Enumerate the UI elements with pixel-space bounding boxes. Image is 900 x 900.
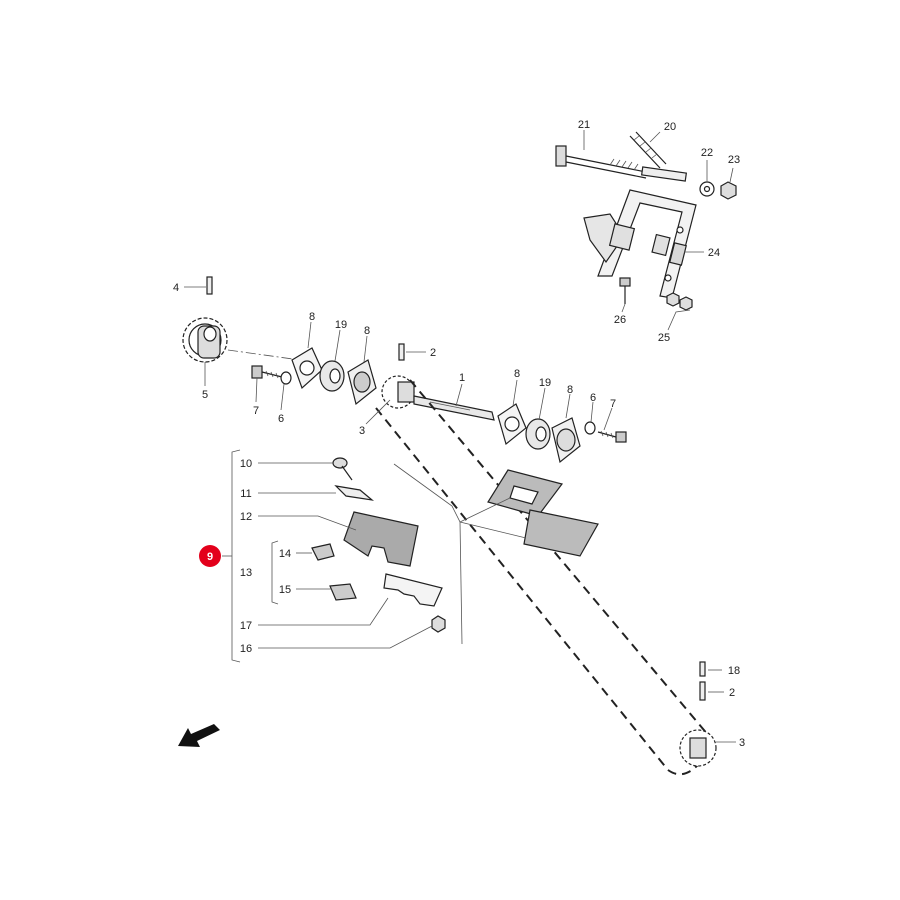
bracket-frame-assembly: [555, 131, 737, 311]
label-5: 5: [202, 389, 208, 401]
sprocket-5: [182, 317, 228, 363]
label-8a: 8: [309, 311, 315, 323]
label-25: 25: [658, 332, 670, 344]
frame-body: [583, 189, 697, 299]
pad-12: [343, 511, 419, 567]
sprocket-3b: [679, 729, 717, 767]
callout-9-number: 9: [207, 551, 213, 563]
label-4: 4: [173, 282, 179, 294]
label-8b: 8: [364, 325, 370, 337]
direction-arrow-icon: [178, 724, 220, 747]
label-14: 14: [279, 548, 291, 560]
label-21: 21: [578, 119, 590, 131]
nut-16: [431, 615, 446, 633]
label-1: 1: [459, 372, 465, 384]
flange-8b: [347, 359, 377, 406]
label-10: 10: [240, 458, 252, 470]
callout-9-badge: [199, 545, 221, 567]
pin-18: [699, 661, 706, 677]
shaft-1: [413, 395, 495, 421]
label-19b: 19: [539, 377, 551, 389]
label-6a: 6: [278, 413, 284, 425]
label-13: 13: [240, 567, 252, 579]
pin-2a: [398, 343, 405, 361]
bolt-7a: [251, 365, 283, 379]
label-15: 15: [279, 584, 291, 596]
tensioner-kit: [222, 449, 527, 663]
plate-11: [334, 485, 375, 501]
flange-8a: [291, 347, 323, 390]
bearing-19a: [319, 360, 345, 392]
label-26: 26: [614, 314, 626, 326]
label-16: 16: [240, 643, 252, 655]
bolt-7b: [597, 430, 627, 443]
label-12: 12: [240, 511, 252, 523]
nut-25b: [679, 296, 693, 311]
label-3a: 3: [359, 425, 365, 437]
label-2a: 2: [430, 347, 436, 359]
label-18: 18: [728, 665, 740, 677]
nut-23: [720, 181, 737, 200]
pin-2b: [699, 681, 706, 701]
label-20: 20: [664, 121, 676, 133]
bearing-19b: [525, 418, 551, 450]
label-22: 22: [701, 147, 713, 159]
label-2b: 2: [729, 687, 735, 699]
label-11: 11: [240, 488, 251, 500]
rod-20: [629, 131, 667, 169]
bolt-10: [332, 457, 353, 481]
label-7b: 7: [610, 398, 616, 410]
flange-8c: [497, 403, 527, 446]
screw-26: [619, 277, 631, 287]
pin-4: [206, 276, 213, 295]
label-19a: 19: [335, 319, 347, 331]
bolt-21: [555, 145, 647, 179]
label-6b: 6: [590, 392, 596, 404]
flange-8d: [551, 417, 581, 464]
label-7a: 7: [253, 405, 259, 417]
part-labels: 1 2 2 3 3 4 5 6 6 7 7 8 8 8 8 10 11 12 1…: [173, 119, 745, 749]
clip-14: [311, 543, 335, 561]
label-8c: 8: [514, 368, 520, 380]
plate-17: [383, 573, 443, 607]
label-17: 17: [240, 620, 252, 632]
label-23: 23: [728, 154, 740, 166]
tensioner-on-chain: [487, 469, 599, 557]
label-8d: 8: [567, 384, 573, 396]
leader-lines: [184, 130, 736, 743]
washer-6a: [280, 371, 292, 385]
label-24: 24: [708, 247, 720, 259]
washer-6b: [584, 421, 596, 435]
clip-15: [329, 583, 357, 601]
callout-9[interactable]: 9: [199, 545, 221, 567]
label-3b: 3: [739, 737, 745, 749]
nut-25a: [666, 292, 680, 307]
